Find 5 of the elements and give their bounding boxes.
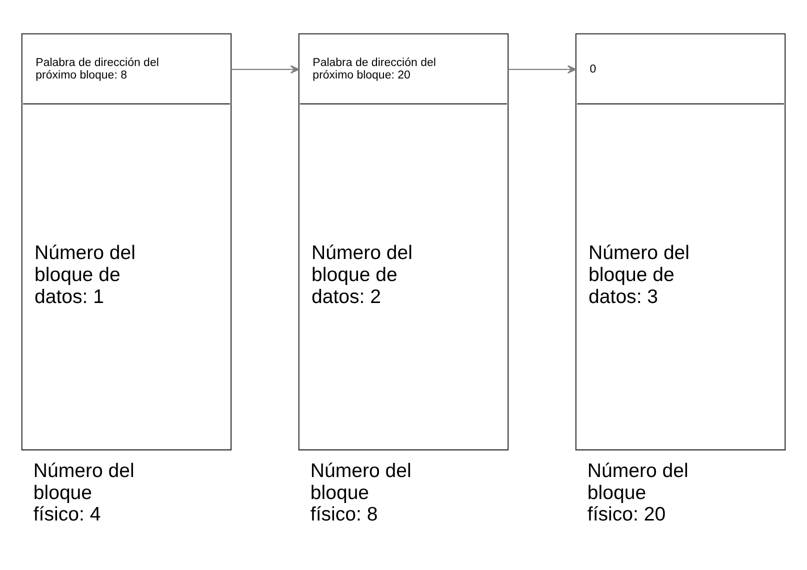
arrow: [508, 64, 576, 74]
arrow: [231, 64, 300, 74]
node-label: Número del bloque físico: 8: [310, 460, 412, 526]
node-label: Número del bloque físico: 4: [33, 460, 134, 526]
node-label: Número del bloque físico: 20: [587, 460, 688, 526]
